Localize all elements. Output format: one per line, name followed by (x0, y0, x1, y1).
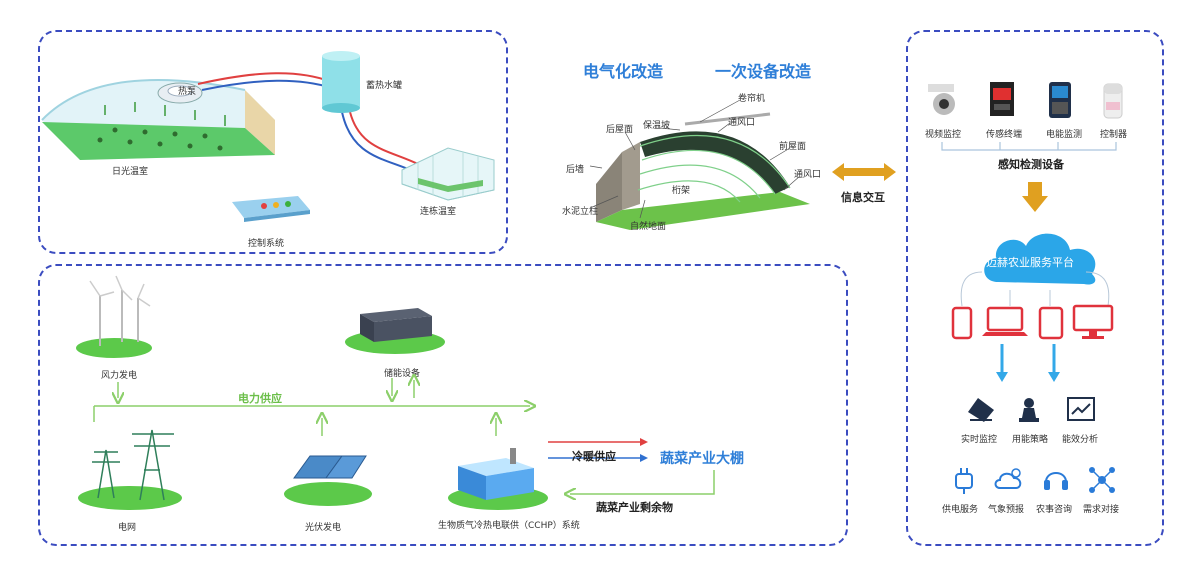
weather-icon (994, 468, 1022, 489)
leader-lines (589, 99, 801, 219)
energy-panel (38, 264, 848, 546)
tablet-icon (1038, 306, 1064, 340)
camera-icon (928, 84, 955, 115)
multi-span-greenhouse-illustration (401, 147, 495, 201)
multi-span-greenhouse-label: 连栋温室 (420, 207, 457, 217)
power-supply-lines (93, 0, 715, 560)
analysis-icon (1067, 397, 1095, 421)
greenhouse-structure-illustration (596, 112, 810, 230)
primary-equipment-title: 一次设备改造 (715, 62, 812, 81)
cloud-title: 迈赫农业服务平台 (986, 256, 1074, 269)
roller-label: 卷帘机 (738, 94, 766, 104)
cloud-connections (960, 271, 1110, 307)
heating-cooling-label: 冷暖供应 (572, 450, 616, 463)
heat-pump-label: 热泵 (178, 87, 197, 97)
service-label-analysis: 能效分析 (1062, 435, 1099, 445)
rear-roof-label: 后屋面 (606, 125, 634, 135)
cchp-system-icon (448, 448, 548, 510)
pv-label: 光伏发电 (305, 523, 342, 533)
device-bracket (941, 142, 1117, 151)
water-tank-icon (322, 51, 360, 113)
device-label-camera: 视频监控 (925, 130, 962, 140)
monitor-icon (1072, 304, 1114, 339)
blue-down-arrows (996, 344, 1060, 382)
sensor-terminal-icon (990, 82, 1014, 116)
solar-panel-icon (968, 398, 994, 422)
greenhouse-panel (38, 30, 508, 254)
power-supply-label: 电力供应 (238, 392, 282, 405)
front-roof-label: 前屋面 (779, 142, 807, 152)
platform-panel (906, 30, 1164, 546)
residue-label: 蔬菜产业剩余物 (596, 501, 673, 514)
down-arrow-icon (1022, 182, 1048, 212)
device-label-sensor: 传感终端 (986, 130, 1023, 140)
service-label-realtime: 实时监控 (961, 435, 998, 445)
vent-front-label: 通风口 (794, 170, 822, 180)
wind-power-label: 风力发电 (101, 371, 138, 381)
power-grid-icon (78, 429, 182, 510)
service-label-power: 供电服务 (942, 505, 979, 515)
cement-pillar-label: 水泥立柱 (562, 207, 599, 217)
headset-icon (1044, 472, 1068, 490)
cloud-icon (984, 233, 1096, 285)
laptop-icon (982, 306, 1028, 336)
wind-turbine-icon (76, 275, 152, 358)
controller-icon (1103, 83, 1123, 119)
sensing-title: 感知检测设备 (998, 158, 1064, 171)
pv-panel-icon (284, 455, 372, 506)
service-label-weather: 气象预报 (988, 505, 1025, 515)
phone-icon (951, 306, 973, 340)
info-exchange-arrow (832, 163, 896, 181)
solar-greenhouse-label: 日光温室 (112, 167, 149, 177)
vegetable-greenhouse-label: 蔬菜产业大棚 (660, 451, 744, 467)
heat-pump-icon (157, 82, 203, 104)
service-label-strategy: 用能策略 (1012, 435, 1049, 445)
control-system-icon (232, 196, 310, 222)
strategy-icon (1019, 398, 1039, 422)
rear-wall-label: 后墙 (566, 165, 585, 175)
device-label-meter: 电能监测 (1046, 130, 1083, 140)
control-system-label: 控制系统 (248, 239, 285, 249)
plug-icon (955, 468, 973, 494)
power-meter-icon (1049, 82, 1071, 118)
natural-ground-label: 自然地面 (630, 222, 667, 232)
network-icon (1089, 467, 1115, 493)
grid-label: 电网 (118, 523, 137, 533)
storage-device-icon (345, 308, 445, 354)
solar-greenhouse-illustration (41, 79, 275, 160)
service-label-consult: 农事咨询 (1036, 505, 1073, 515)
device-label-controller: 控制器 (1100, 130, 1128, 140)
service-label-demand: 需求对接 (1083, 505, 1120, 515)
truss-label: 桁架 (672, 186, 691, 196)
electrification-title: 电气化改造 (583, 62, 664, 81)
info-exchange-label: 信息交互 (841, 191, 885, 204)
storage-label: 储能设备 (384, 369, 421, 379)
vent-top-label: 通风口 (728, 118, 756, 128)
water-tank-label: 蓄热水罐 (366, 81, 403, 91)
insulation-slope-label: 保温坡 (643, 121, 671, 131)
cchp-label: 生物质气冷热电联供（CCHP）系统 (438, 521, 580, 531)
